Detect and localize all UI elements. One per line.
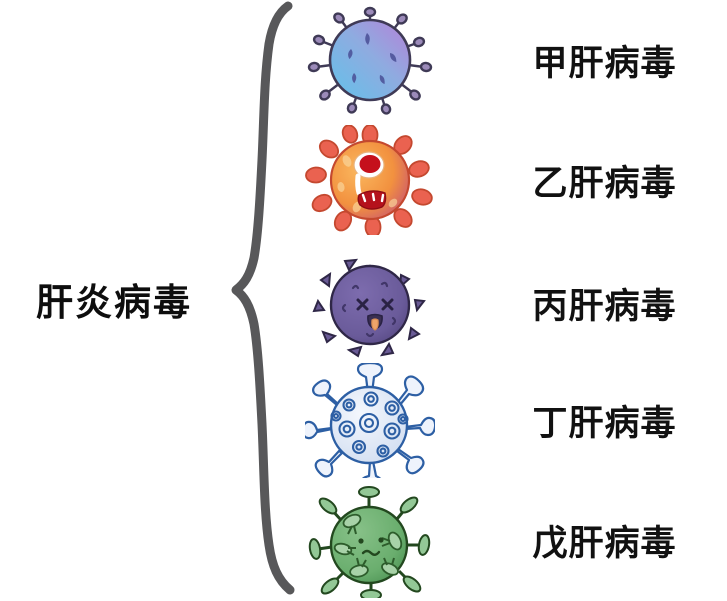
list-item[interactable]: 丙肝病毒	[300, 243, 727, 363]
brace-container	[228, 0, 300, 597]
virus-hepatitis-b-icon	[300, 120, 440, 240]
list-item-label: 丁肝病毒	[532, 403, 677, 444]
list-item[interactable]: 乙肝病毒	[300, 120, 727, 240]
list-item[interactable]: 戊肝病毒	[300, 480, 727, 600]
group-label-container: 肝炎病毒	[0, 0, 228, 597]
list-item[interactable]: 丁肝病毒	[300, 360, 727, 480]
list-item-label: 乙肝病毒	[532, 163, 677, 204]
virus-hepatitis-d-icon	[300, 360, 440, 480]
group-label: 肝炎病毒	[36, 280, 192, 324]
virus-hepatitis-a-icon	[300, 0, 440, 120]
virus-hepatitis-c-icon	[300, 243, 440, 363]
curly-brace-icon	[231, 1, 295, 595]
list-item[interactable]: 甲肝病毒	[300, 0, 727, 120]
list-item-label: 甲肝病毒	[532, 43, 677, 84]
virus-hepatitis-e-icon	[300, 480, 440, 600]
list-item-label: 丙肝病毒	[532, 286, 677, 327]
virus-rows: 甲肝病毒	[300, 0, 727, 600]
list-item-label: 戊肝病毒	[532, 523, 677, 564]
